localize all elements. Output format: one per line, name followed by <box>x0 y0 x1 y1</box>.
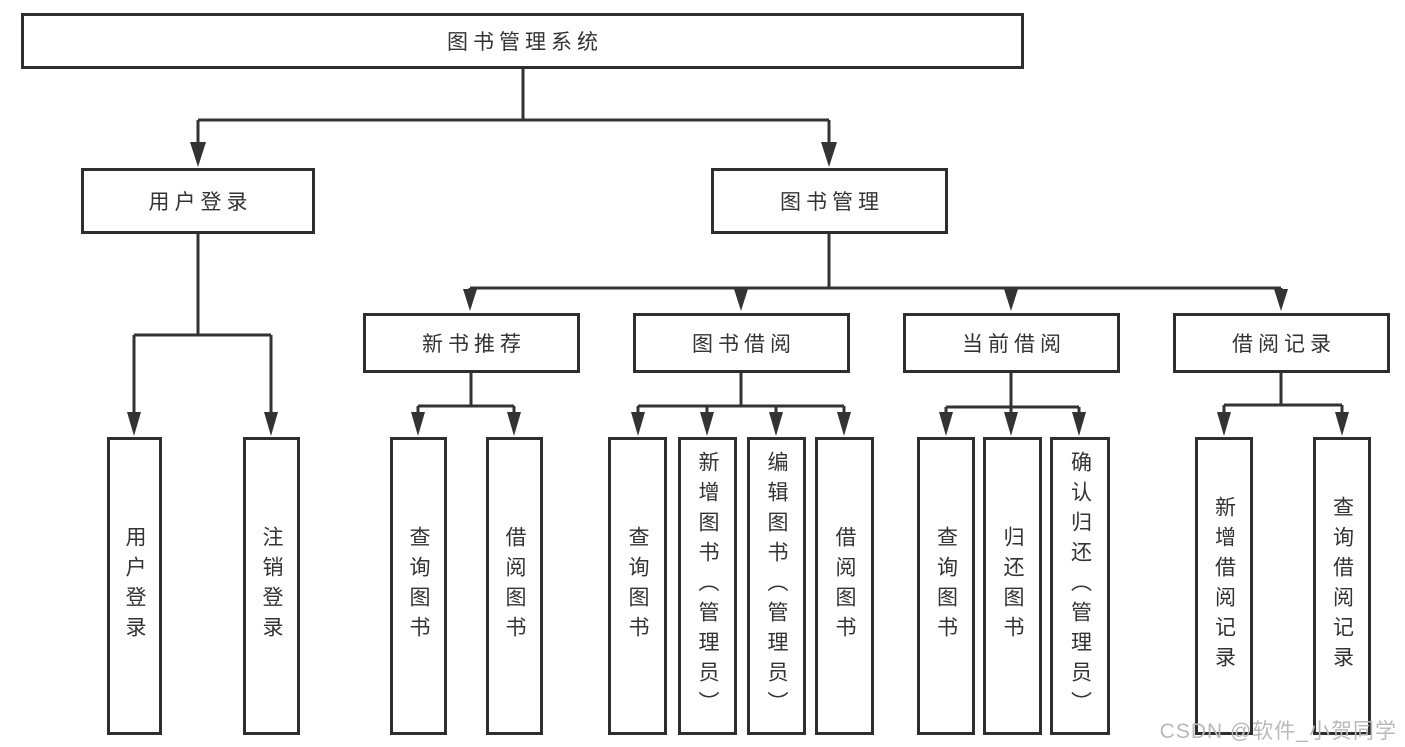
connector-borrow-to-leaves <box>636 373 846 413</box>
node-library-management-system: 图书管理系统 <box>21 13 1024 69</box>
leaf-logout-label: 注销登录 <box>260 526 283 646</box>
leaf-add-books-admin: 新增图书（管理员） <box>678 437 737 735</box>
leaf-current-query-books-label: 查询图书 <box>934 526 958 646</box>
leaf-return-books-label: 归还图书 <box>1001 526 1024 646</box>
node-book-management: 图书管理 <box>711 168 948 234</box>
node-new-book-recommend: 新书推荐 <box>363 313 580 373</box>
leaf-query-borrow-record: 查询借阅记录 <box>1313 437 1371 735</box>
node-current-borrowing: 当前借阅 <box>903 313 1120 373</box>
connector-root-to-level2 <box>196 69 831 146</box>
connector-mgmt-to-level3 <box>468 234 1283 292</box>
leaf-user-login: 用户登录 <box>107 437 162 735</box>
leaf-rec-borrow-books: 借阅图书 <box>486 437 543 735</box>
node-borrow-records: 借阅记录 <box>1173 313 1390 373</box>
leaf-borrow-query-books: 查询图书 <box>608 437 667 735</box>
leaf-rec-borrow-books-label: 借阅图书 <box>503 526 526 646</box>
leaf-confirm-return-admin-label: 确认归还（管理员） <box>1068 451 1092 721</box>
leaf-borrow-books: 借阅图书 <box>815 437 874 735</box>
leaf-user-login-label: 用户登录 <box>123 526 146 646</box>
leaf-add-books-admin-label: 新增图书（管理员） <box>696 451 719 721</box>
arrowheads-level3 <box>463 289 1288 311</box>
leaf-edit-books-admin-label: 编辑图书（管理员） <box>765 451 788 721</box>
node-user-login: 用户登录 <box>81 168 315 234</box>
leaf-rec-query-books-label: 查询图书 <box>407 526 430 646</box>
leaf-current-query-books: 查询图书 <box>917 437 975 735</box>
arrowheads-leaves <box>411 412 1349 436</box>
arrowheads-level2 <box>190 142 837 167</box>
arrowheads-login-leaves <box>127 412 278 436</box>
leaf-logout: 注销登录 <box>243 437 300 735</box>
leaf-borrow-query-books-label: 查询图书 <box>626 526 649 646</box>
connector-login-to-leaves <box>132 234 273 414</box>
connector-rec-to-leaves <box>416 373 516 413</box>
csdn-watermark: CSDN @软件_小贺同学 <box>1159 720 1397 743</box>
leaf-borrow-books-label: 借阅图书 <box>833 526 856 646</box>
leaf-add-borrow-record: 新增借阅记录 <box>1195 437 1253 735</box>
connector-current-to-leaves <box>944 373 1081 413</box>
leaf-edit-books-admin: 编辑图书（管理员） <box>747 437 806 735</box>
leaf-rec-query-books: 查询图书 <box>390 437 447 735</box>
connector-records-to-leaves <box>1222 373 1344 413</box>
node-book-borrowing: 图书借阅 <box>633 313 850 373</box>
leaf-add-borrow-record-label: 新增借阅记录 <box>1212 496 1236 676</box>
leaf-return-books: 归还图书 <box>983 437 1042 735</box>
leaf-confirm-return-admin: 确认归还（管理员） <box>1050 437 1110 735</box>
leaf-query-borrow-record-label: 查询借阅记录 <box>1330 496 1354 676</box>
